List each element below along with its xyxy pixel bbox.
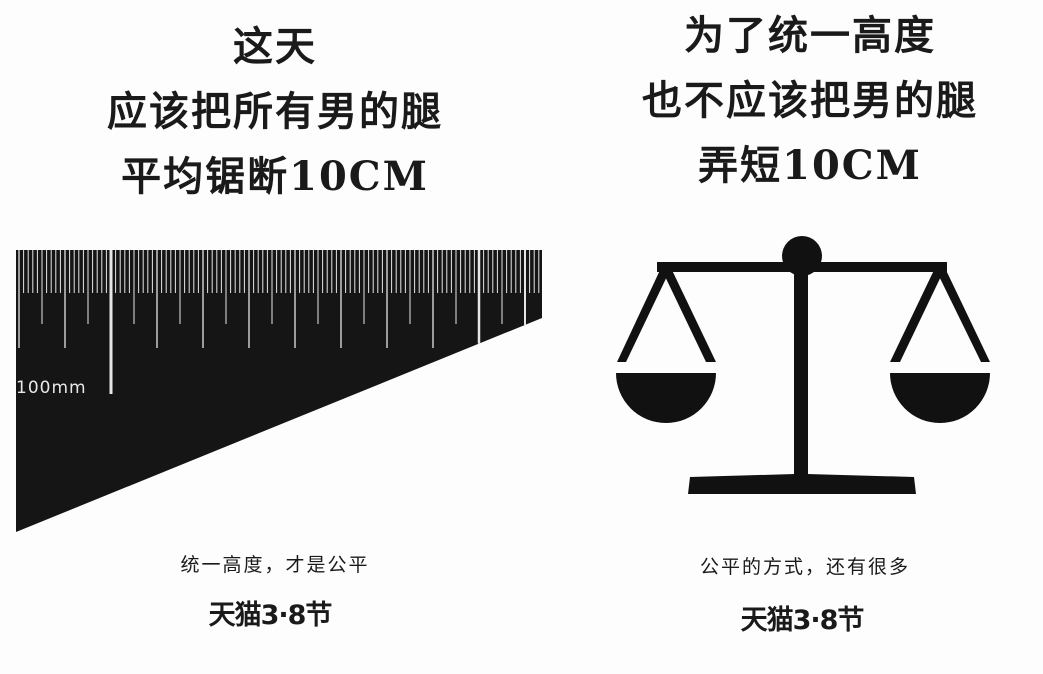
left-brand-logo: 天猫3·8节 [208,600,333,631]
headline-line: 应该把所有男的腿 [107,88,443,135]
headline-line: 这天 [233,23,317,70]
left-headline: 这天 应该把所有男的腿 平均锯断10CM [40,14,510,209]
headline-line: 弄短10CM [698,142,922,189]
right-brand-logo: 天猫3·8节 [740,605,865,636]
ruler-illustration [16,250,542,532]
right-caption: 公平的方式，还有很多 [699,556,910,578]
headline-line: 也不应该把男的腿 [642,77,978,124]
headline-line: 平均锯断10CM [121,153,429,200]
right-headline: 为了统一高度 也不应该把男的腿 弄短10CM [575,3,1043,198]
balance-scale-icon [616,236,990,494]
left-caption: 统一高度，才是公平 [180,554,370,576]
ruler-label: 100mm [16,378,87,398]
headline-line: 为了统一高度 [684,12,936,59]
ruler-body [16,250,542,532]
